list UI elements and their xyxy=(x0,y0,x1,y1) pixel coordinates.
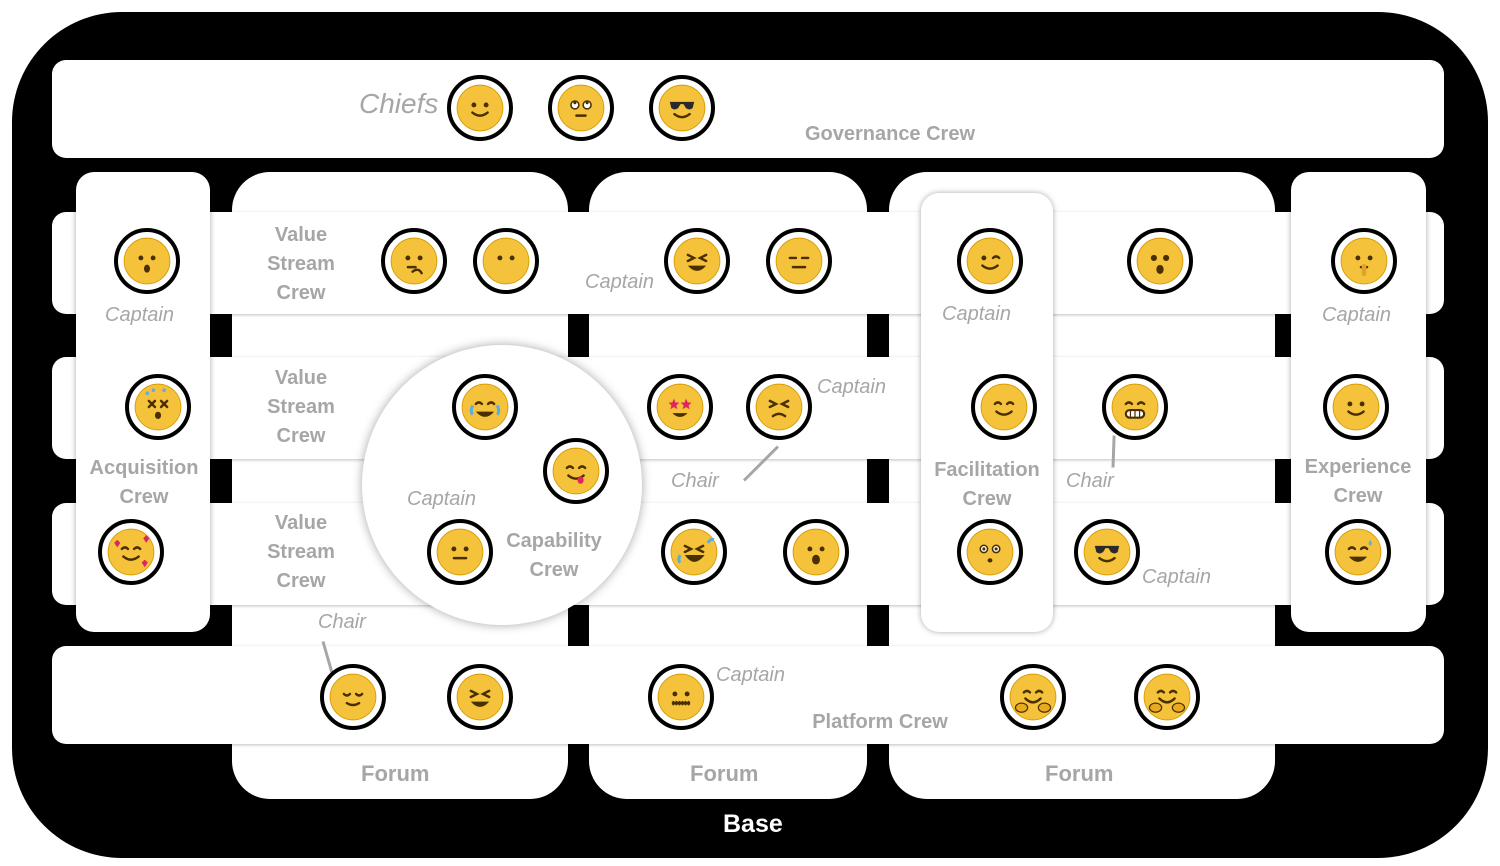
facilitation-crew-label: Facilitation Crew xyxy=(934,459,1040,510)
value-stream-crew-label: Value Stream Crew xyxy=(267,367,335,447)
value-stream-bar-3 xyxy=(52,503,1444,605)
joy-face-icon xyxy=(452,374,518,440)
open-mouth-face-icon xyxy=(783,519,849,585)
relieved-face-icon xyxy=(320,664,386,730)
shushing-face-icon xyxy=(1331,228,1397,294)
forum-label: Forum xyxy=(690,761,759,786)
capability-crew-label: Capability Crew xyxy=(506,530,602,581)
slightly-smiling-face-icon xyxy=(447,75,513,141)
chair-label: Chair xyxy=(671,470,719,492)
astonished-face-icon xyxy=(1127,228,1193,294)
chair-label: Chair xyxy=(318,611,366,633)
thinking-face-icon xyxy=(381,228,447,294)
hushed-face-icon xyxy=(114,228,180,294)
slightly-smiling-face-icon xyxy=(1323,374,1389,440)
captain-label: Captain xyxy=(407,488,476,510)
captain-label: Captain xyxy=(942,303,1011,325)
grinning-face-icon xyxy=(1102,374,1168,440)
flushed-face-icon xyxy=(957,519,1023,585)
squinting-laugh-face-icon xyxy=(447,664,513,730)
captain-label: Captain xyxy=(585,271,654,293)
star-struck-face-icon xyxy=(647,374,713,440)
governance-crew-label: Governance Crew xyxy=(804,123,976,145)
governance-crew-bar xyxy=(52,60,1444,158)
forum-label: Forum xyxy=(1045,761,1114,786)
yum-face-icon xyxy=(543,438,609,504)
neutral-face-icon xyxy=(427,519,493,585)
value-stream-bar-1 xyxy=(52,212,1444,314)
no-mouth-face-icon xyxy=(473,228,539,294)
experience-crew-label: Experience Crew xyxy=(1304,456,1412,507)
hugging-face-icon xyxy=(1000,664,1066,730)
smiling-hearts-face-icon xyxy=(98,519,164,585)
grinning-sweat-face-icon xyxy=(1325,519,1391,585)
captain-label: Captain xyxy=(1322,304,1391,326)
smiling-face-icon xyxy=(971,374,1037,440)
winking-face-icon xyxy=(957,228,1023,294)
value-stream-crew-label: Value Stream Crew xyxy=(267,512,335,592)
hugging-face-icon xyxy=(1134,664,1200,730)
captain-label: Captain xyxy=(105,304,174,326)
platform-crew-label: Platform Crew xyxy=(812,711,948,733)
squinting-laugh-face-icon xyxy=(664,228,730,294)
zipper-mouth-face-icon xyxy=(648,664,714,730)
captain-label: Captain xyxy=(1142,566,1211,588)
captain-label: Captain xyxy=(817,376,886,398)
sunglasses-face-icon xyxy=(649,75,715,141)
rofl-face-icon xyxy=(661,519,727,585)
chiefs-label: Chiefs xyxy=(359,88,439,119)
captain-label: Captain xyxy=(716,664,785,686)
value-stream-crew-label: Value Stream Crew xyxy=(267,224,335,304)
forum-label: Forum xyxy=(361,761,430,786)
rolling-eyes-face-icon xyxy=(548,75,614,141)
sunglasses-face-icon xyxy=(1074,519,1140,585)
dizzy-face-icon xyxy=(125,374,191,440)
base-label: Base xyxy=(723,810,783,838)
expressionless-face-icon xyxy=(766,228,832,294)
acquisition-crew-label: Acquisition Crew xyxy=(89,457,199,508)
platform-crew-bar xyxy=(52,646,1444,744)
chair-label: Chair xyxy=(1066,470,1114,492)
persevering-face-icon xyxy=(746,374,812,440)
